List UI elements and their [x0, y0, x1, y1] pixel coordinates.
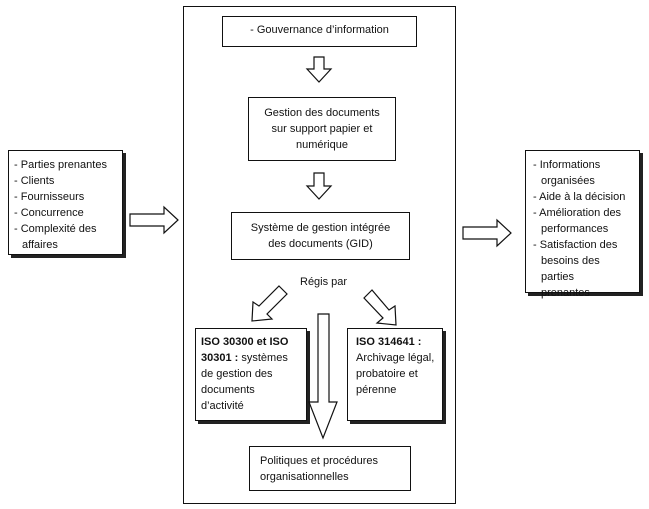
gid-line-1: Système de gestion intégrée	[250, 222, 391, 234]
left-item-complexite: Complexité des affaires	[14, 221, 117, 253]
document-management-line-2: sur support papier et	[271, 123, 373, 135]
down-arrow-1-icon	[305, 56, 333, 83]
iso-314641-line-2: Archivage légal,	[356, 352, 435, 364]
iso-30300-box: ISO 30300 et ISO 30301 : systèmes de ges…	[195, 328, 307, 421]
left-input-box: Parties prenantes Clients Fournisseurs C…	[8, 150, 123, 255]
gid-line-2: des documents (GID)	[268, 238, 373, 250]
governed-by-label: Régis par	[300, 276, 348, 288]
diagonal-arrow-left-icon	[251, 285, 288, 322]
left-item-fournisseurs: Fournisseurs	[14, 189, 117, 205]
iso-30300-line-4: documents	[201, 384, 255, 396]
policies-box: Politiques et procédures organisationnel…	[249, 446, 411, 491]
diagonal-arrow-right-icon	[363, 289, 397, 326]
left-input-list: Parties prenantes Clients Fournisseurs C…	[14, 157, 117, 253]
iso-30300-line-2-rest: systèmes	[238, 352, 288, 364]
iso-314641-box: ISO 314641 : Archivage légal, probatoire…	[347, 328, 443, 421]
governance-label: - Gouvernance d’information	[250, 24, 389, 36]
iso-30300-line-3: de gestion des	[201, 368, 273, 380]
long-down-arrow-icon	[308, 313, 338, 440]
document-management-line-3: numérique	[296, 139, 348, 151]
iso-30300-line-5: d’activité	[201, 400, 244, 412]
iso-314641-line-3: probatoire et	[356, 368, 418, 380]
document-management-box: Gestion des documents sur support papier…	[248, 97, 396, 161]
governance-box: - Gouvernance d’information	[222, 16, 417, 47]
gid-box: Système de gestion intégrée des document…	[231, 212, 410, 260]
right-arrow-input-icon	[129, 205, 179, 235]
down-arrow-2-icon	[305, 172, 333, 200]
document-management-line-1: Gestion des documents	[264, 107, 380, 119]
policies-line-2: organisationnelles	[260, 471, 349, 483]
left-item-clients: Clients	[14, 173, 117, 189]
left-item-concurrence: Concurrence	[14, 205, 117, 221]
right-arrow-output-icon	[462, 218, 512, 248]
iso-30300-line-2: 30301 : systèmes	[201, 350, 302, 366]
iso-314641-title: ISO 314641 :	[356, 336, 422, 348]
iso-30301-code: 30301 :	[201, 352, 239, 364]
iso-30300-title: ISO 30300 et ISO	[201, 336, 289, 348]
policies-line-1: Politiques et procédures	[260, 455, 379, 467]
right-item-aide-decision: Aide à la décision	[533, 189, 635, 205]
iso-314641-line-4: pérenne	[356, 384, 397, 396]
left-item-parties-prenantes: Parties prenantes	[14, 157, 117, 173]
